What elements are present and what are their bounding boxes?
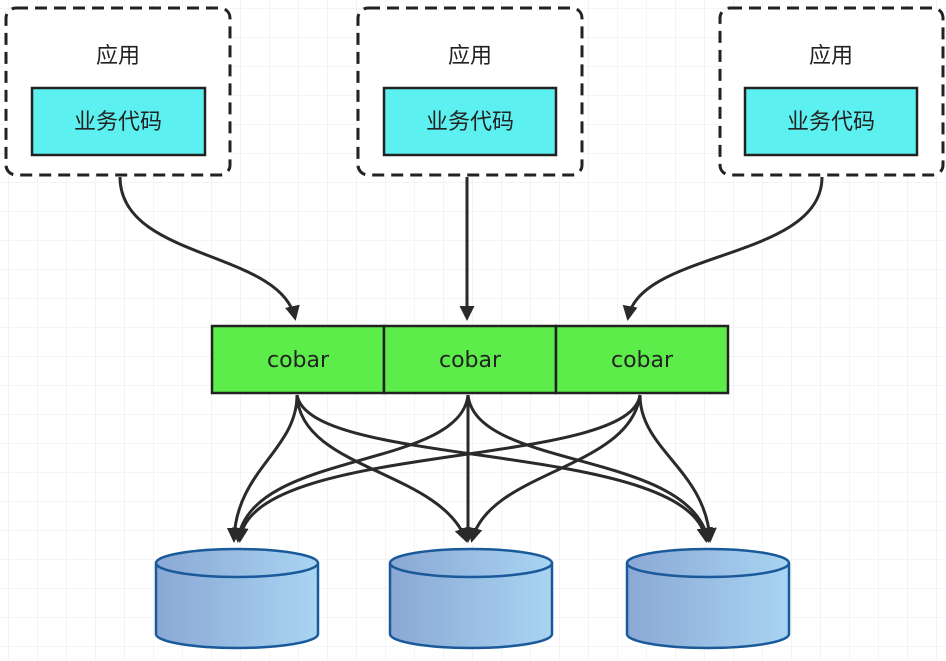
app-title: 应用 — [809, 44, 853, 69]
database-top — [388, 547, 554, 579]
cobar-node — [554, 324, 730, 395]
cobar-label: cobar — [267, 348, 330, 373]
database-body — [154, 563, 320, 650]
database-top — [154, 547, 320, 579]
app-node: 应用 业务代码 — [4, 6, 232, 177]
database — [625, 547, 791, 650]
arrow-cobar-to-db — [232, 394, 470, 543]
database-top — [625, 547, 791, 579]
arrow-app-to-cobar — [118, 176, 300, 321]
cobar-label: cobar — [611, 348, 674, 373]
arrow-cobar-to-db — [295, 394, 712, 543]
arrow-app-to-cobar — [622, 176, 824, 321]
business-code-label: 业务代码 — [426, 110, 514, 135]
app-node: 应用 业务代码 — [356, 6, 584, 177]
business-code-box — [30, 86, 207, 157]
cobar-node — [382, 324, 558, 395]
app-node: 应用 业务代码 — [718, 6, 945, 177]
business-code-label: 业务代码 — [787, 110, 875, 135]
business-code-label: 业务代码 — [74, 110, 162, 135]
cobar-cluster: cobar cobar cobar — [210, 324, 730, 395]
arrow-cobar-to-db — [638, 394, 717, 543]
business-code-box — [382, 86, 558, 157]
arrow-cobar-to-db — [226, 394, 299, 543]
database — [154, 547, 320, 650]
app-title: 应用 — [96, 44, 140, 69]
arrow-cobar-to-db — [467, 394, 642, 543]
database-body — [388, 563, 554, 650]
arrow-cobar-to-db — [466, 394, 713, 543]
cobar-label: cobar — [439, 348, 502, 373]
database-body — [625, 563, 791, 650]
app-title: 应用 — [448, 44, 492, 69]
business-code-box — [743, 86, 919, 157]
cobar-node — [210, 324, 386, 395]
database — [388, 547, 554, 650]
arrow-cobar-to-db — [233, 394, 642, 543]
